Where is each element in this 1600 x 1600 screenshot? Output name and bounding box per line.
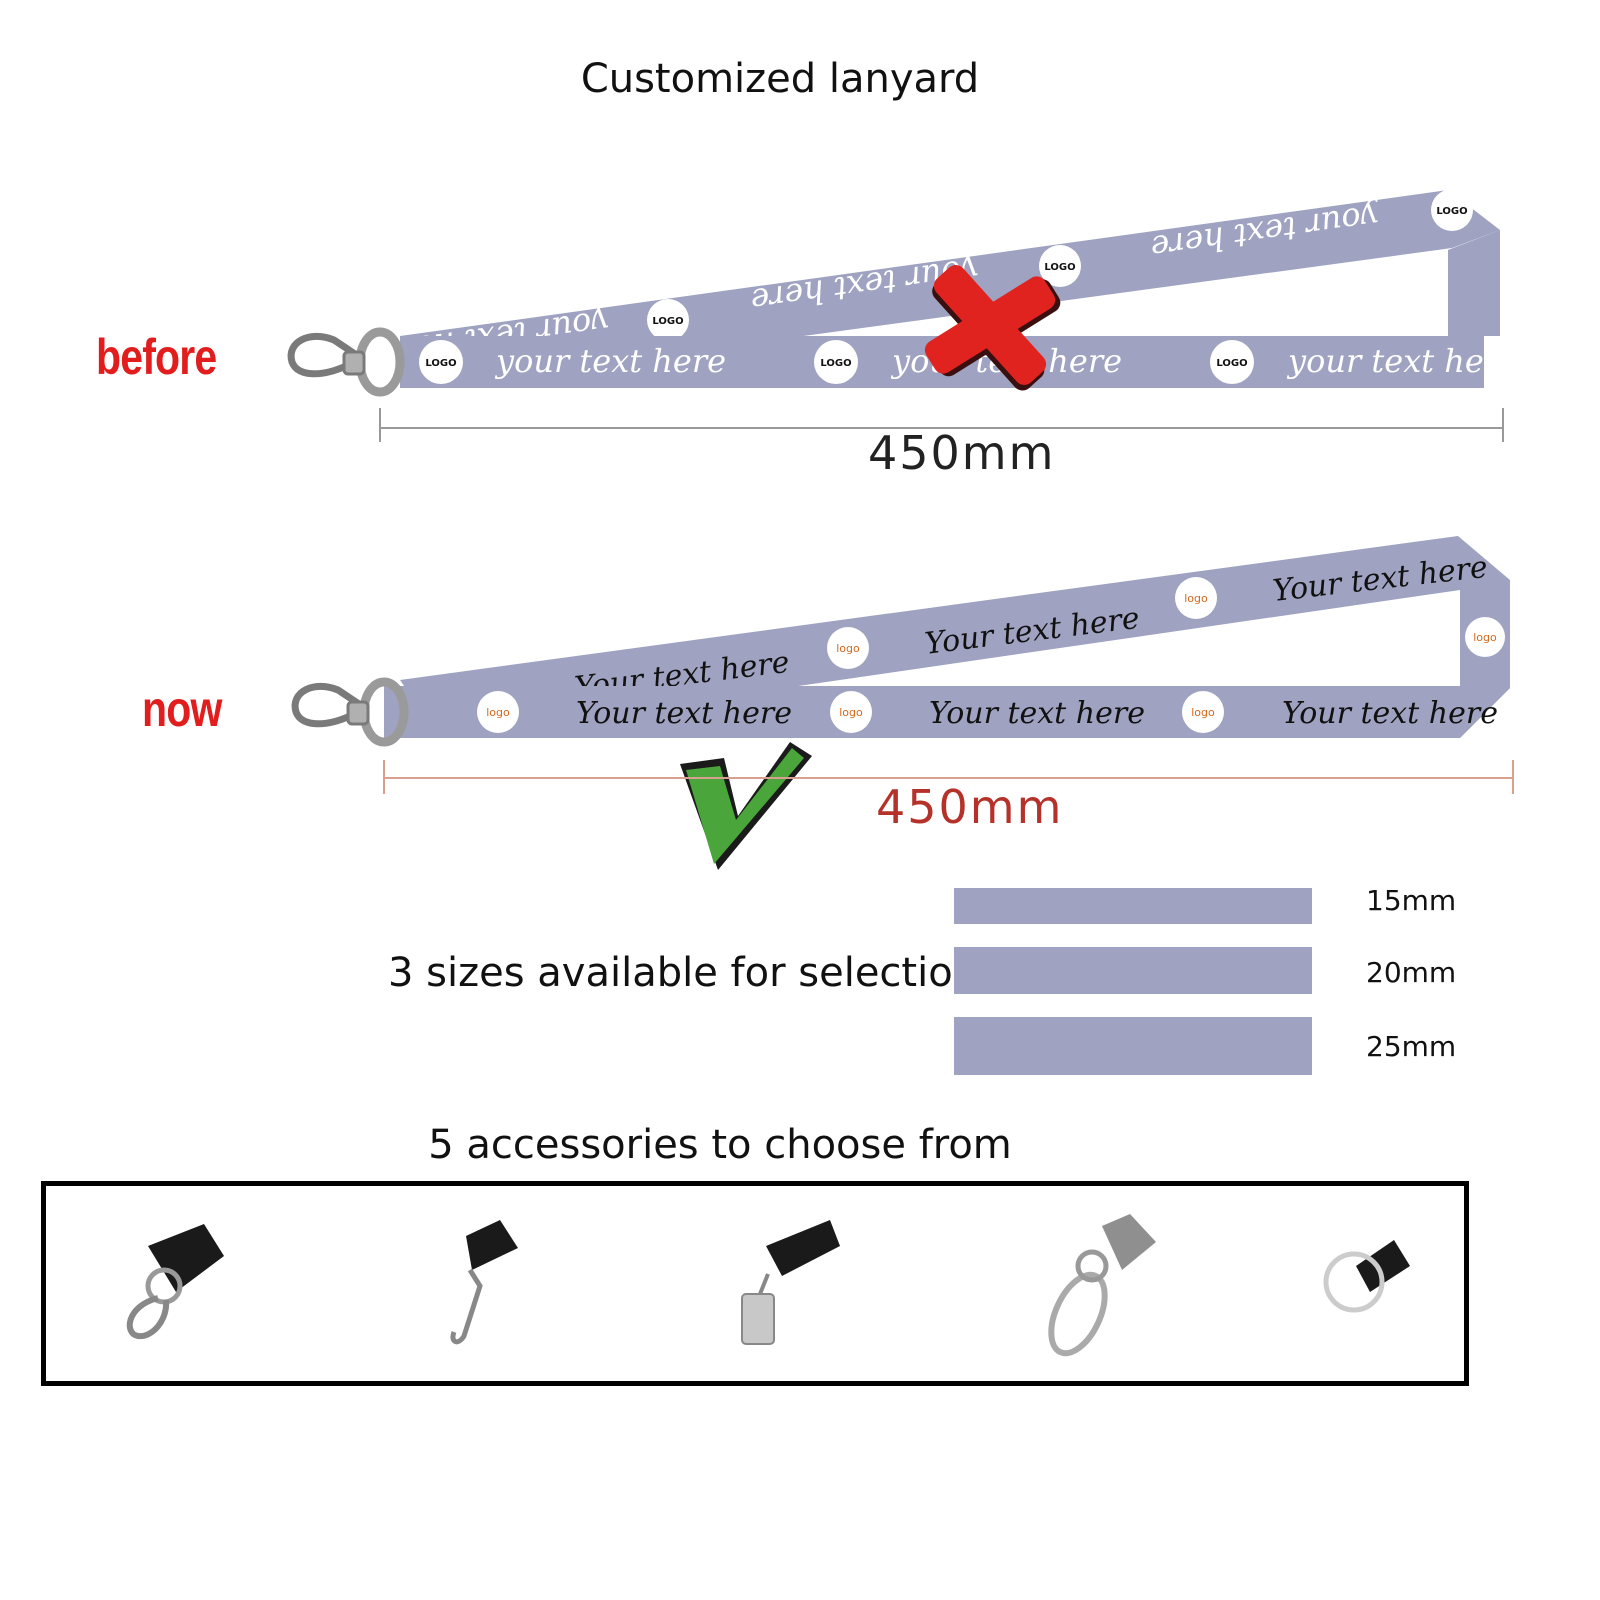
accessories-caption: 5 accessories to choose from	[428, 1122, 1012, 1168]
now-dimension-line	[383, 760, 1514, 794]
size-swatch-15mm	[954, 888, 1312, 924]
now-lobster-clasp-icon	[291, 677, 409, 747]
accessories-panel	[41, 1181, 1469, 1386]
now-logo-circle-lower-3: logo	[1182, 691, 1224, 733]
svg-text:LOGO: LOGO	[425, 358, 456, 369]
now-logo-circle-upper-1: logo	[1175, 577, 1217, 619]
size-swatch-25mm	[954, 1017, 1312, 1075]
split-ring-icon[interactable]	[1306, 1186, 1456, 1381]
now-lanyard-illustration: Your text here Your text here Your text …	[291, 536, 1514, 870]
svg-text:logo: logo	[839, 706, 863, 719]
svg-text:logo: logo	[486, 706, 510, 719]
j-hook-icon[interactable]	[406, 1186, 556, 1381]
swivel-lobster-clasp-icon[interactable]	[86, 1186, 236, 1381]
svg-text:logo: logo	[836, 642, 860, 655]
size-label-15mm: 15mm	[1366, 884, 1457, 917]
size-label-25mm: 25mm	[1366, 1030, 1457, 1063]
now-logo-circle-side: logo	[1465, 617, 1505, 657]
before-strap-text-lower-3: your text here	[1286, 342, 1518, 380]
before-logo-circle-upper-3: LOGO	[647, 299, 689, 341]
before-logo-circle-upper-1: LOGO	[1431, 189, 1473, 231]
now-logo-circle-lower-2: logo	[830, 691, 872, 733]
now-label: now	[142, 681, 222, 737]
before-strap-text-lower-1: your text here	[494, 342, 726, 380]
sizes-caption: 3 sizes available for selection	[388, 950, 979, 996]
page-title: Customized lanyard	[580, 56, 980, 102]
svg-text:logo: logo	[1184, 592, 1208, 605]
now-strap-text-lower-3: Your text here	[1282, 696, 1498, 731]
size-swatch-20mm	[954, 947, 1312, 994]
svg-text:logo: logo	[1473, 631, 1497, 644]
before-length-label: 450mm	[868, 426, 1056, 480]
before-dimension-line	[379, 408, 1504, 442]
before-lobster-clasp-icon	[287, 327, 405, 397]
svg-text:logo: logo	[1191, 706, 1215, 719]
now-length-label: 450mm	[876, 780, 1064, 834]
oval-snap-hook-icon[interactable]	[1026, 1186, 1176, 1381]
svg-text:LOGO: LOGO	[1216, 358, 1247, 369]
now-strap-text-lower-2: Your text here	[929, 696, 1145, 731]
now-strap-text-lower-1: Your text here	[576, 696, 792, 731]
svg-text:LOGO: LOGO	[1436, 206, 1467, 217]
before-logo-circle-lower-1: LOGO	[419, 340, 463, 384]
before-logo-circle-lower-3: LOGO	[1210, 340, 1254, 384]
before-logo-circle-upper-2: LOGO	[1039, 245, 1081, 287]
now-lower-strap: logo logo logo Your text here Your text …	[384, 686, 1510, 738]
size-label-20mm: 20mm	[1366, 956, 1457, 989]
before-label: before	[96, 329, 217, 385]
now-logo-circle-upper-2: logo	[827, 627, 869, 669]
before-logo-circle-lower-2: LOGO	[814, 340, 858, 384]
svg-text:LOGO: LOGO	[1044, 262, 1075, 273]
now-logo-circle-lower-1: logo	[477, 691, 519, 733]
cross-icon	[924, 265, 1061, 391]
bulldog-clip-icon[interactable]	[726, 1186, 876, 1381]
check-icon	[680, 742, 812, 870]
before-lanyard-illustration: your text here your text here your text …	[287, 189, 1518, 442]
svg-text:LOGO: LOGO	[820, 358, 851, 369]
svg-text:LOGO: LOGO	[652, 316, 683, 327]
